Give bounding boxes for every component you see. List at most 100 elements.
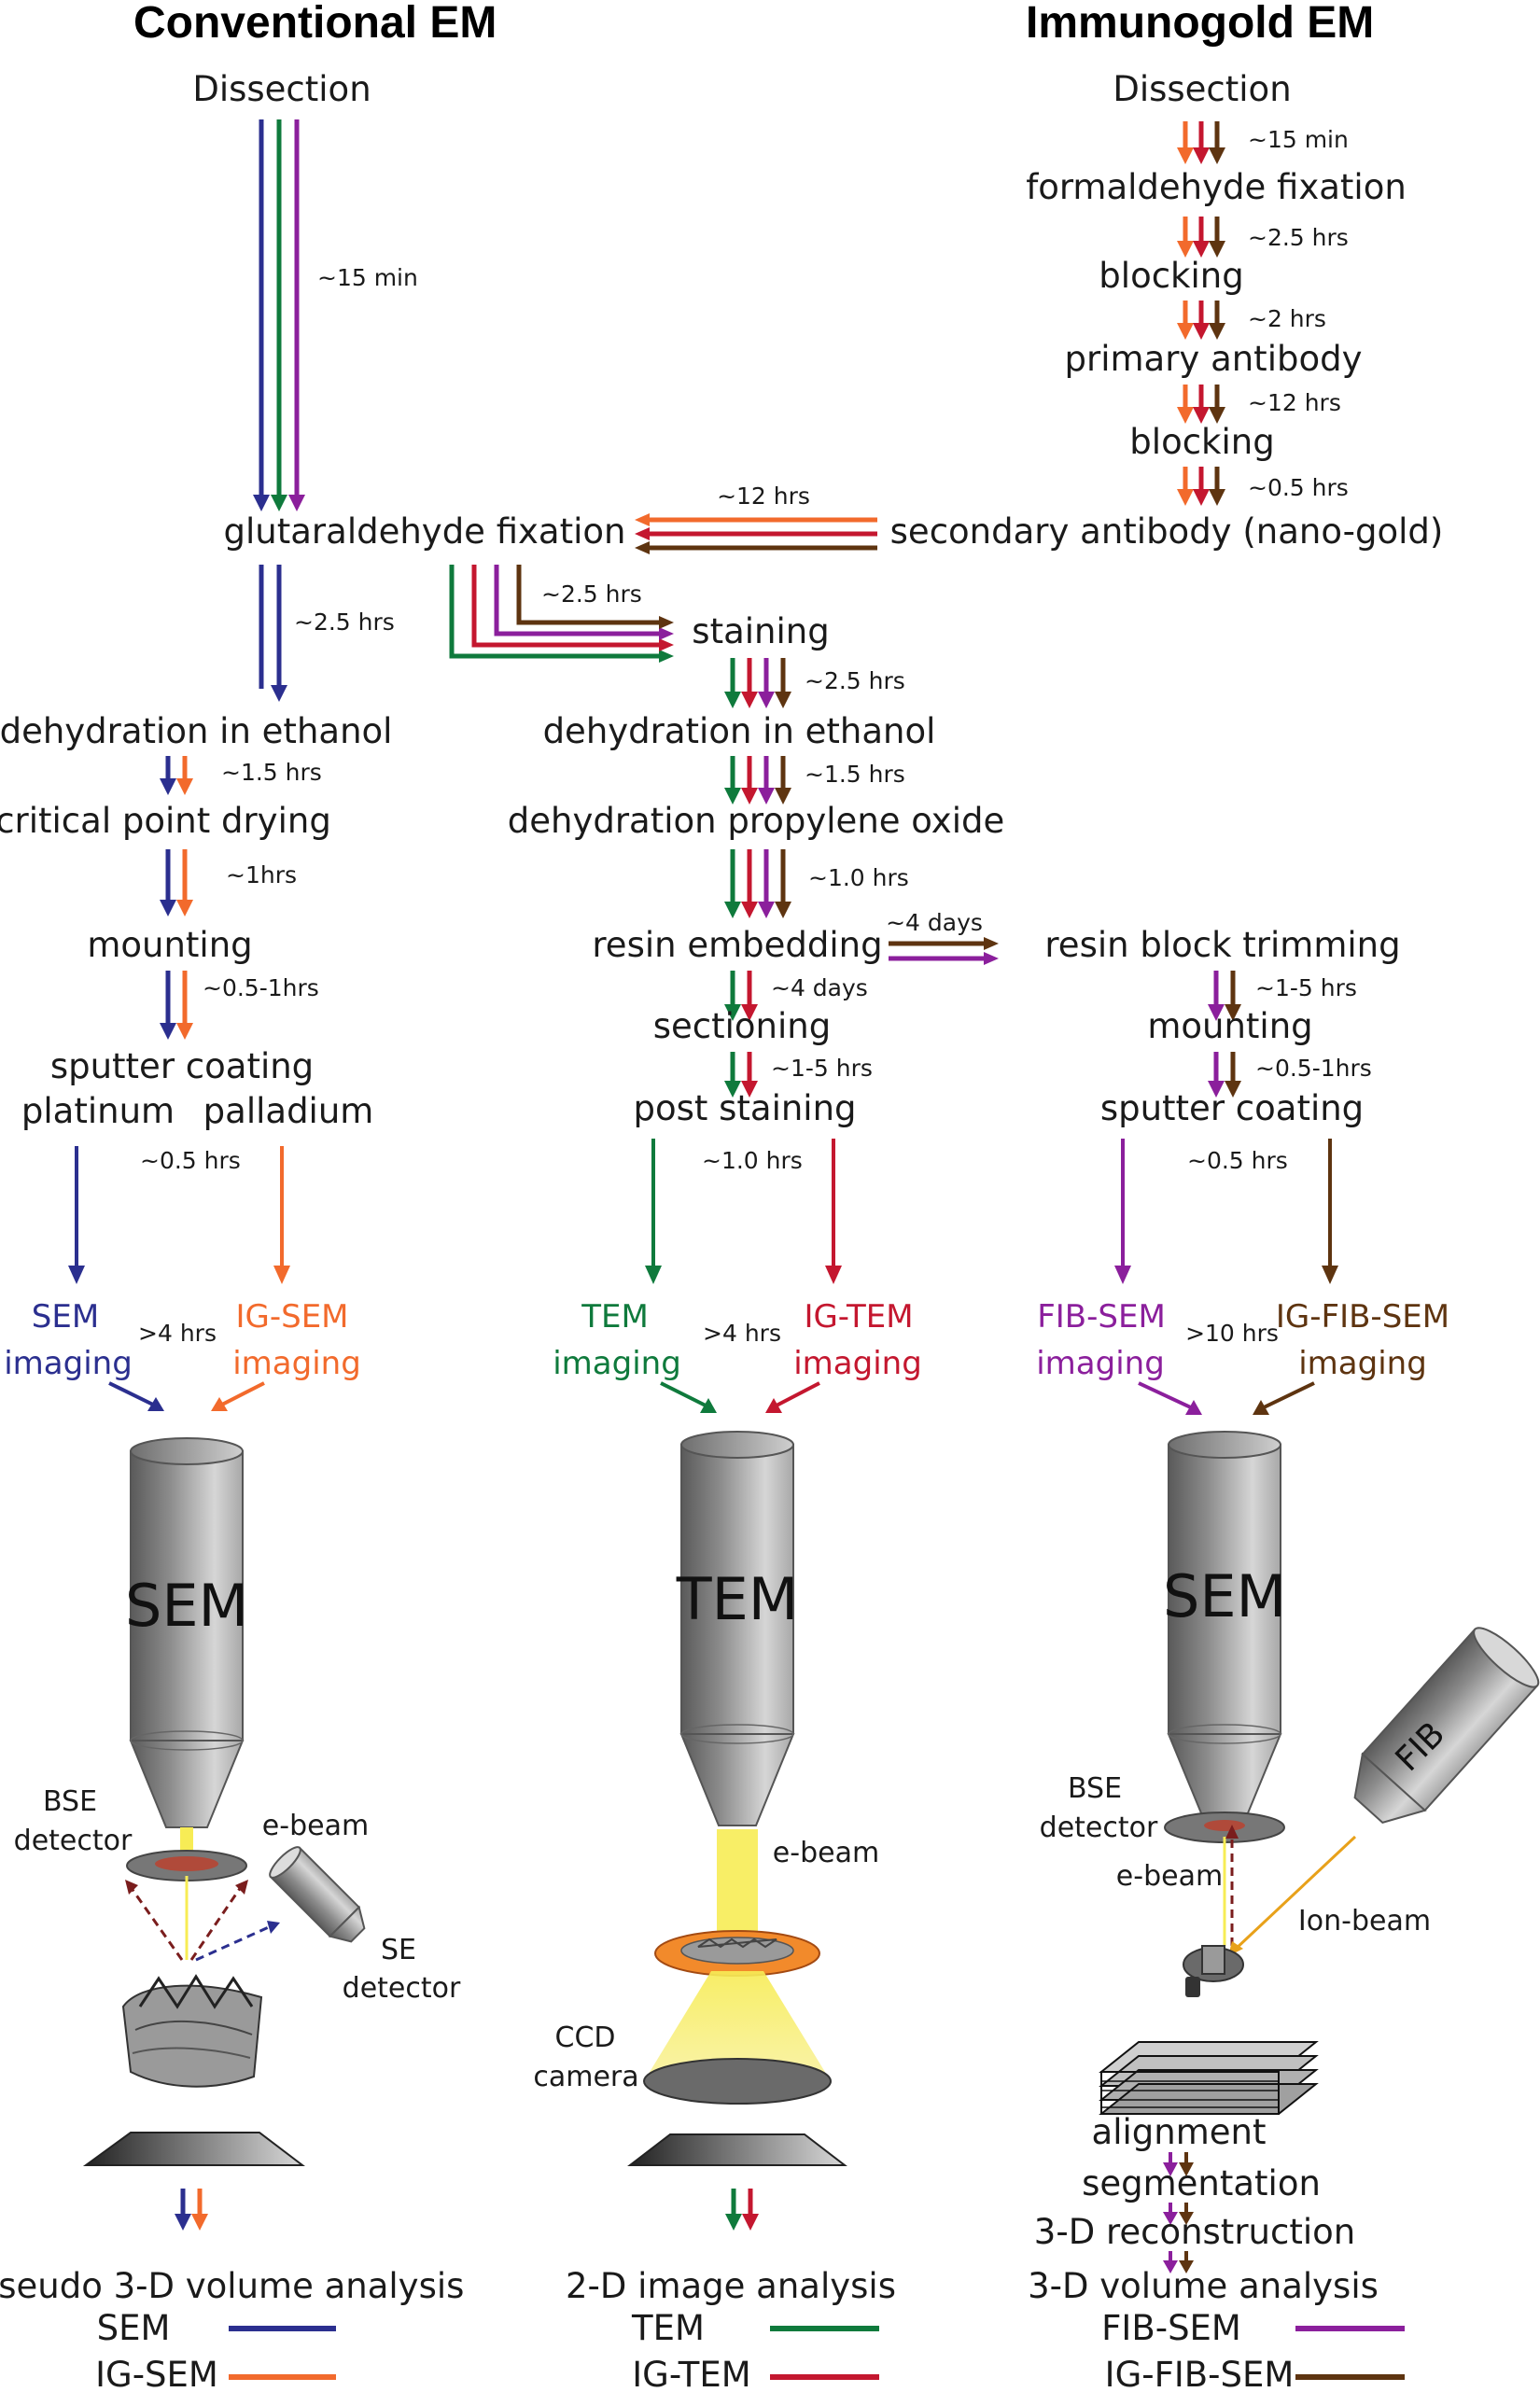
conv-platinum: platinum [21, 1091, 175, 1131]
analysis-pseudo-3d: Pseudo 3-D volume analysis [0, 2266, 464, 2306]
tem-imaging-label-2: imaging [553, 1345, 681, 1382]
conv-arrows-dissection [253, 119, 305, 511]
tem-arrows-propylene [724, 849, 791, 918]
tem-resin-embedding: resin embedding [592, 925, 882, 965]
conv-sputter-coating: sputter coating [50, 1046, 314, 1086]
tem-staining: staining [692, 611, 829, 651]
ig-arrows-3 [1177, 301, 1225, 340]
conv-arrows-glut [259, 565, 287, 702]
ig-sem-imaging-label-1: IG-SEM [235, 1298, 348, 1336]
conv-analysis-arrows [175, 2189, 208, 2231]
tem-label: TEM [676, 1565, 799, 1633]
arrows-glut-to-staining [449, 565, 674, 663]
conv-critical-point-drying: critical point drying [0, 801, 331, 841]
analysis-segmentation: segmentation [1082, 2163, 1321, 2203]
ig-formaldehyde-fixation: formaldehyde fixation [1026, 167, 1407, 207]
tem-microscope [627, 1431, 847, 2166]
tem-ccd-label-2: camera [533, 2061, 638, 2093]
analysis-2d: 2-D image analysis [566, 2266, 896, 2306]
fib-analysis-arrows-3 [1163, 2251, 1194, 2273]
sem2-bse-label-2: detector [1040, 1811, 1158, 1844]
tem-dur-propylene: ~1.0 hrs [808, 864, 909, 891]
ig-dur-form: ~2.5 hrs [1248, 224, 1349, 251]
sem2-ebeam-label: e-beam [1116, 1860, 1223, 1893]
ig-dur-blocking-2: ~0.5 hrs [1248, 474, 1349, 501]
tem-ebeam-label: e-beam [773, 1837, 879, 1869]
fib-resin-block-trimming: resin block trimming [1044, 925, 1400, 965]
fib-dur-mounting: ~0.5-1hrs [1255, 1055, 1372, 1082]
fib-analysis-arrows-1 [1163, 2152, 1194, 2176]
fib-slice-stack [1099, 2041, 1319, 2115]
fib-arrows-trimming [1208, 971, 1241, 1021]
fib-analysis-arrows-2 [1163, 2203, 1194, 2225]
sem-microscope-1 [82, 1437, 366, 2166]
sem2-ion-beam-label: Ion-beam [1298, 1905, 1431, 1937]
ig-fib-sem-imaging-label-2: imaging [1298, 1345, 1427, 1382]
fib-sem-imaging-label-2: imaging [1036, 1345, 1165, 1382]
ig-dissection: Dissection [1113, 69, 1291, 109]
legend-tem-label: TEM [631, 2308, 705, 2348]
ig-dur-dissection: ~15 min [1248, 126, 1349, 153]
tem-arrows-sectioning [724, 1052, 758, 1098]
legend-ig-tem-label: IG-TEM [632, 2355, 750, 2392]
legend-ig-sem-label: IG-SEM [95, 2355, 218, 2392]
ig-dur-blocking-1: ~2 hrs [1248, 305, 1326, 332]
fib-arrows-sputter [1114, 1139, 1338, 1284]
tem-dur-sectioning: ~1-5 hrs [771, 1055, 873, 1082]
conv-glutaraldehyde-fixation: glutaraldehyde fixation [224, 511, 626, 552]
header-immunogold-em: Immunogold EM [1026, 0, 1374, 48]
tem-sectioning: sectioning [653, 1006, 831, 1046]
sem-imaging-label-1: SEM [32, 1298, 99, 1336]
tem-arrows-post [645, 1139, 842, 1284]
header-conventional-em: Conventional EM [133, 0, 497, 48]
dur-tem-imaging: >4 hrs [703, 1320, 781, 1347]
tem-dur-post: ~1.0 hrs [702, 1147, 803, 1174]
ig-dur-primary: ~12 hrs [1248, 389, 1341, 416]
fib-sem-imaging-label-1: FIB-SEM [1037, 1298, 1166, 1336]
sem2-bse-label-1: BSE [1068, 1772, 1122, 1805]
analysis-alignment: alignment [1092, 2112, 1267, 2152]
ig-sem-imaging-label-2: imaging [232, 1345, 361, 1382]
sem1-label: SEM [125, 1572, 248, 1640]
arrows-resin-to-trimming [889, 937, 999, 965]
dur-secondary: ~12 hrs [717, 483, 810, 510]
conv-dur-dehydration: ~1.5 hrs [221, 759, 322, 786]
conv-dehydration: dehydration in ethanol [0, 711, 392, 751]
ig-arrows-1 [1177, 121, 1225, 164]
ig-arrows-2 [1177, 217, 1225, 258]
sem1-se-label-2: detector [343, 1972, 461, 2005]
conv-dur-cpd: ~1hrs [226, 861, 297, 888]
legend-ig-fib-sem-label: IG-FIB-SEM [1105, 2355, 1295, 2392]
tem-dur-to-staining: ~2.5 hrs [541, 581, 642, 608]
ig-secondary-antibody: secondary antibody (nano-gold) [890, 511, 1444, 552]
ig-tem-imaging-label-1: IG-TEM [804, 1298, 913, 1336]
conv-arrows-dehydration [160, 756, 193, 795]
fib-imaging-arrows [1138, 1381, 1315, 1415]
analysis-3d-volume: 3-D volume analysis [1028, 2266, 1379, 2306]
sem-microscope-2 [1099, 1431, 1540, 2115]
sem2-label: SEM [1163, 1562, 1286, 1630]
fib-dur-sputter: ~0.5 hrs [1187, 1147, 1288, 1174]
conv-dur-dissection: ~15 min [317, 264, 418, 291]
conv-mounting: mounting [87, 925, 252, 965]
ig-blocking-1: blocking [1099, 256, 1243, 296]
sem1-bse-label-1: BSE [43, 1785, 97, 1818]
tem-imaging-label-1: TEM [581, 1298, 649, 1336]
conv-palladium: palladium [203, 1091, 374, 1131]
sem1-bse-label-2: detector [14, 1825, 133, 1857]
fib-mounting: mounting [1147, 1006, 1312, 1046]
conv-dur-sputter: ~0.5 hrs [140, 1147, 241, 1174]
analysis-3d-reconstruction: 3-D reconstruction [1034, 2212, 1355, 2252]
dur-fib-imaging: >10 hrs [1185, 1320, 1279, 1347]
legend-sem-label: SEM [97, 2308, 171, 2348]
ig-blocking-2: blocking [1129, 422, 1274, 462]
conv-dissection: Dissection [192, 69, 371, 109]
tem-ccd-label-1: CCD [555, 2021, 616, 2054]
conv-dur-glut: ~2.5 hrs [294, 608, 395, 636]
arrows-secondary-to-glutaraldehyde [635, 513, 877, 554]
conv-arrows-sputter [68, 1146, 290, 1284]
conv-arrows-mounting [160, 971, 193, 1040]
ig-primary-antibody: primary antibody [1065, 339, 1363, 379]
fib-dur-trimming: ~1-5 hrs [1255, 974, 1357, 1001]
